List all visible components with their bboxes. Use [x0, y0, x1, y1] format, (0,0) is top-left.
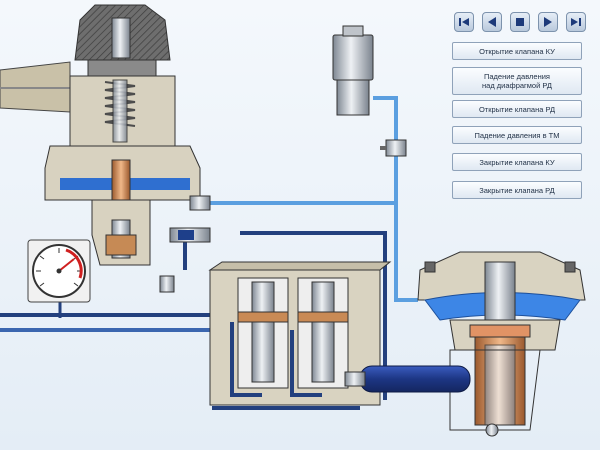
- step-button-pressure-drop-tm[interactable]: Падение давления в ТМ: [452, 126, 582, 144]
- transport-controls: [452, 12, 586, 36]
- valve-rd: [417, 251, 586, 437]
- step-label-line-1: Падение давления: [483, 72, 550, 81]
- play-button[interactable]: [538, 12, 558, 32]
- valve-ku: [0, 4, 211, 266]
- bleed-valves: [159, 139, 407, 293]
- play-reverse-icon: [488, 17, 496, 27]
- step-label: Закрытие клапана РД: [479, 185, 555, 195]
- step-button-open-rd[interactable]: Открытие клапана РД: [452, 100, 582, 118]
- gauge-needle: [58, 258, 75, 272]
- skip-forward-button[interactable]: [566, 12, 586, 32]
- skip-back-button[interactable]: [454, 12, 474, 32]
- step-label: Открытие клапана РД: [478, 104, 556, 114]
- step-label: Падение давления в ТМ: [474, 130, 560, 140]
- stop-icon: [516, 18, 524, 26]
- blue-hose: [344, 365, 471, 393]
- step-label: Открытие клапана КУ: [479, 46, 555, 56]
- step-label-line-2: над диафрагмой РД: [482, 81, 552, 90]
- step-button-close-rd[interactable]: Закрытие клапана РД: [452, 181, 582, 199]
- brake-line-loop: [240, 231, 387, 400]
- skip-back-icon: [459, 18, 469, 26]
- distributor-block: [208, 261, 392, 406]
- step-button-open-ku[interactable]: Открытие клапана КУ: [452, 42, 582, 60]
- play-reverse-button[interactable]: [482, 12, 502, 32]
- supply-pipe-down: [394, 203, 418, 302]
- play-icon: [544, 17, 552, 27]
- skip-forward-icon: [571, 18, 581, 26]
- step-label: Закрытие клапана КУ: [479, 157, 555, 167]
- step-button-close-ku[interactable]: Закрытие клапана КУ: [452, 153, 582, 171]
- step-button-pressure-drop-rd[interactable]: Падение давления над диафрагмой РД: [452, 67, 582, 95]
- solenoid: [332, 25, 374, 116]
- brake-line-pipes: [0, 231, 387, 410]
- valve-ku-screw: [111, 17, 131, 59]
- stop-button[interactable]: [510, 12, 530, 32]
- pressure-gauge: [27, 239, 91, 303]
- valve-ku-nozzle: [189, 195, 211, 211]
